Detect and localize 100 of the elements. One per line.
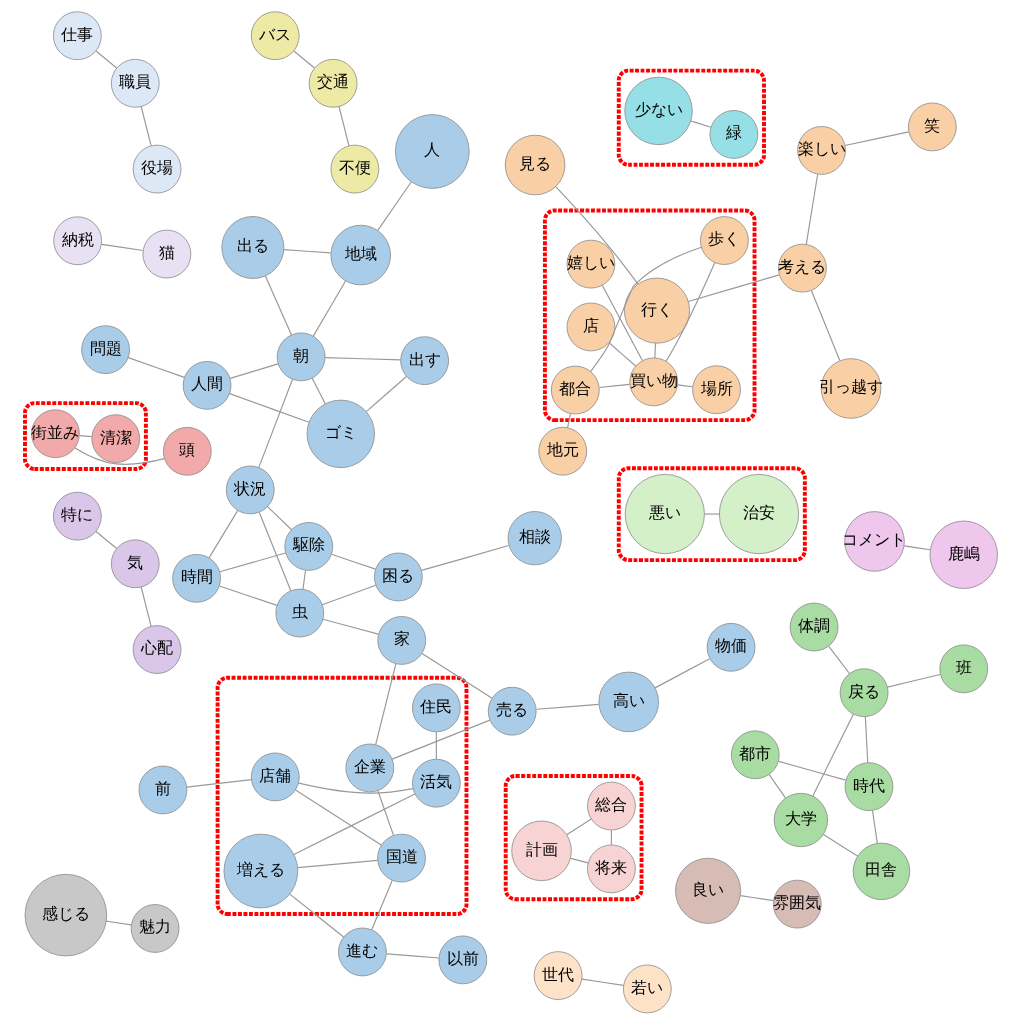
node-circle: 困る (373, 552, 423, 602)
node-circle: 都市 (730, 730, 780, 780)
cluster (616, 466, 807, 563)
node-circle: 企業 (344, 743, 394, 793)
node-circle: 進む (337, 927, 387, 977)
node-circle: 虫 (274, 588, 324, 638)
connector (376, 790, 394, 836)
node-circle: 清潔 (90, 414, 140, 463)
node-circle: 売る (487, 686, 537, 736)
node-circle: 都合 (550, 365, 600, 415)
cluster (616, 68, 766, 167)
connector (324, 357, 401, 361)
connector (767, 773, 786, 799)
connector (653, 342, 656, 359)
node-circle: 総合 (586, 781, 636, 831)
node-circle: 人間 (182, 361, 231, 410)
connector (296, 859, 378, 869)
node-circle: 計画 (510, 820, 572, 882)
node-circle: 時間 (171, 554, 221, 603)
node-circle: 高い (598, 671, 659, 733)
connector (321, 584, 376, 606)
connector (374, 663, 396, 746)
node-circle: 納税 (52, 216, 102, 266)
connector (297, 782, 413, 794)
connector (589, 246, 702, 373)
connector (94, 530, 117, 550)
node-circle: 大学 (773, 792, 828, 848)
node-circle: 行く (623, 277, 690, 344)
connector (420, 544, 509, 571)
connector (608, 342, 636, 367)
connector (385, 953, 439, 959)
node-circle: 気 (110, 539, 160, 589)
connector (218, 585, 278, 606)
node-circle: 相談 (507, 511, 562, 566)
node-circle: 以前 (438, 935, 487, 985)
connector (218, 552, 286, 573)
connector (337, 105, 350, 147)
connector (292, 50, 315, 69)
node-circle: 時代 (844, 762, 893, 811)
connector (78, 435, 92, 438)
connector (266, 506, 292, 531)
connector (207, 510, 238, 559)
node-circle: 住民 (411, 683, 461, 733)
node-circle: 班 (938, 644, 988, 694)
connector (843, 131, 909, 147)
node-circle: 駆除 (283, 522, 333, 571)
node-circle: 物価 (706, 622, 755, 672)
node-circle: 人 (394, 114, 470, 189)
node-circle: 若い (622, 964, 672, 1014)
node-circle: 見る (504, 134, 565, 196)
connector (376, 181, 412, 231)
connector (827, 645, 850, 675)
node-circle: 交通 (308, 58, 357, 108)
connector (94, 50, 117, 69)
connector (321, 618, 379, 635)
node-circle: 仕事 (52, 11, 102, 61)
connector (535, 703, 599, 710)
connector (810, 290, 840, 362)
node-circle: 国道 (376, 833, 426, 883)
cluster (542, 208, 756, 423)
connector (258, 511, 291, 592)
node-circle: 少ない (623, 76, 693, 146)
node-circle: 特に (52, 491, 102, 541)
node-circle: 店舗 (250, 752, 300, 802)
node-circle: 戻る (839, 668, 888, 718)
node-circle: 前 (138, 765, 187, 815)
node-circle: コメント (843, 511, 905, 572)
connector (257, 378, 293, 468)
connector (140, 586, 152, 627)
connector (100, 243, 143, 252)
node-circle: 緑 (709, 110, 758, 159)
node-circle: 状況 (225, 465, 275, 515)
node-circle: 雰囲気 (772, 879, 822, 929)
node-circle: 家 (376, 616, 426, 665)
connector (665, 262, 715, 362)
node-circle: 買い物 (628, 357, 678, 407)
connector (903, 545, 931, 551)
connector (73, 447, 165, 465)
connector (654, 658, 710, 689)
connector (739, 895, 774, 902)
node-circle: 世代 (533, 951, 582, 1000)
node-circle: 楽しい (796, 126, 846, 175)
node-circle: 朝 (276, 332, 325, 382)
connector (282, 249, 331, 254)
node-circle: ゴミ (306, 399, 375, 469)
cluster (215, 675, 468, 917)
connector (566, 412, 571, 429)
connector (185, 779, 252, 788)
node-circle: 猫 (142, 229, 191, 279)
node-circle: 増える (223, 833, 298, 909)
connector (228, 393, 310, 423)
connector (703, 513, 720, 515)
node-circle: 街並み (30, 409, 80, 459)
node-circle: 悪い (624, 474, 705, 555)
connector (264, 275, 292, 336)
connector (288, 893, 344, 938)
node-circle: 地域 (330, 224, 391, 286)
node-circle: 良い (674, 857, 741, 924)
connector (598, 383, 630, 389)
connector (601, 284, 643, 362)
